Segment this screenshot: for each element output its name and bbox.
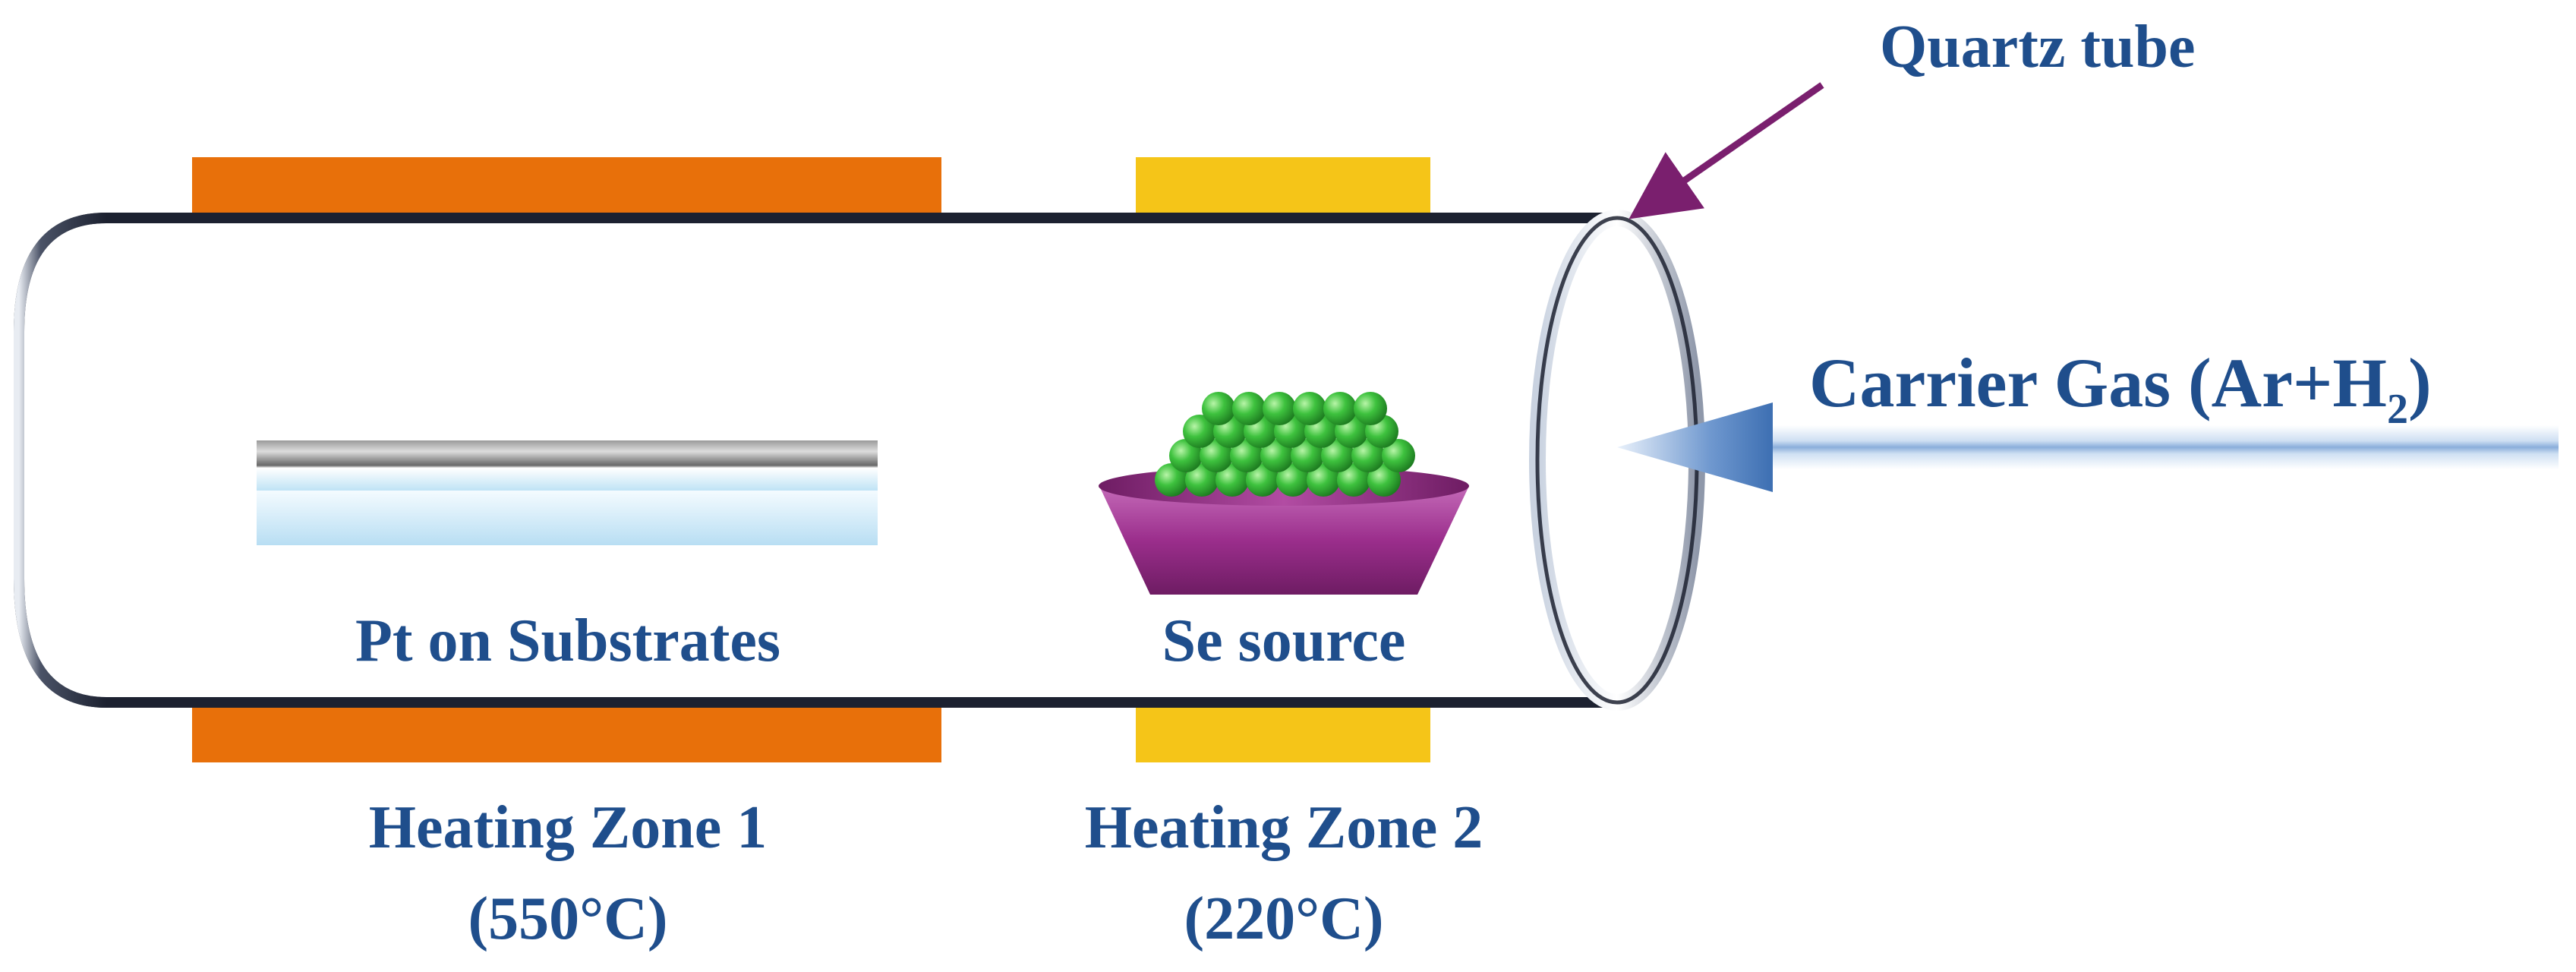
se-particle [1169, 439, 1203, 472]
se-particle [1351, 439, 1385, 472]
carrier-gas-close: ) [2408, 344, 2432, 421]
substrate-icon [257, 440, 878, 545]
se-particle [1200, 439, 1233, 472]
se-particle [1323, 392, 1357, 425]
quartz-tube-label: Quartz tube [1880, 14, 2196, 80]
heating-zone-1-top [192, 157, 941, 222]
se-particle [1354, 392, 1387, 425]
se-particle [1185, 463, 1219, 497]
se-particles [1155, 392, 1415, 497]
se-particle [1263, 392, 1296, 425]
se-particle [1246, 463, 1279, 497]
se-particle [1293, 392, 1326, 425]
se-particle [1367, 463, 1401, 497]
se-particle [1291, 439, 1324, 472]
se-particle [1276, 463, 1310, 497]
heating-zone-1-temp: (550°C) [468, 885, 667, 952]
carrier-gas-label: Carrier Gas (Ar+H2) [1809, 344, 2432, 433]
heating-zone-2-name: Heating Zone 2 [1085, 794, 1483, 861]
se-particle [1155, 463, 1188, 497]
se-particle [1382, 439, 1415, 472]
heating-zone-2-temp: (220°C) [1184, 885, 1383, 952]
pointer-arrow-icon [1629, 82, 1824, 219]
se-particle [1260, 439, 1294, 472]
heating-zone-1-name: Heating Zone 1 [369, 794, 767, 861]
se-particle [1307, 463, 1340, 497]
carrier-gas-subscript: 2 [2387, 386, 2408, 433]
se-particle [1202, 392, 1235, 425]
se-particle [1321, 439, 1354, 472]
se-particle [1215, 463, 1249, 497]
se-particle [1230, 439, 1263, 472]
pt-substrates-label: Pt on Substrates [355, 608, 780, 674]
se-source-label: Se source [1162, 608, 1406, 674]
se-particle [1183, 415, 1216, 448]
se-particle [1232, 392, 1266, 425]
se-particle [1337, 463, 1370, 497]
heating-zone-2-top [1136, 157, 1430, 222]
gas-flow-arrow-icon [1617, 402, 2559, 492]
carrier-gas-text: Carrier Gas (Ar+H [1809, 344, 2387, 421]
crucible-icon [1099, 392, 1469, 595]
